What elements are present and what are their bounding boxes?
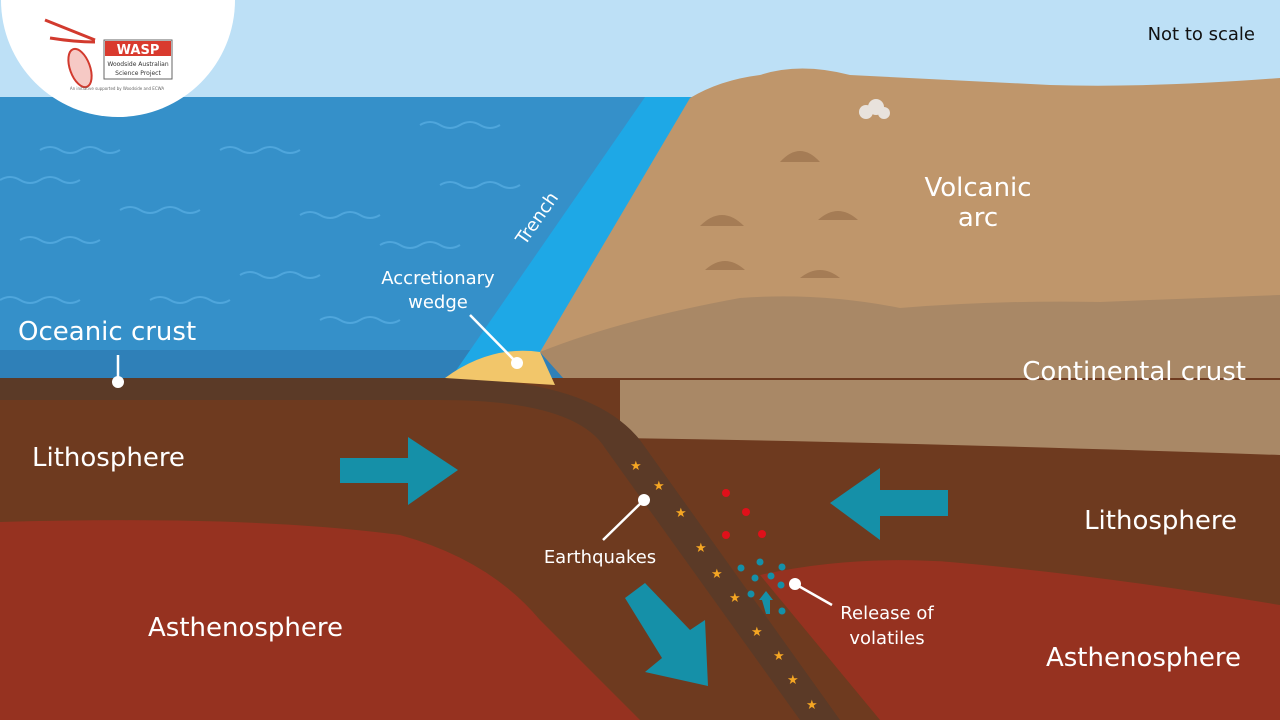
arrow-left-icon xyxy=(830,468,948,540)
svg-text:★: ★ xyxy=(773,649,785,664)
wave-icons xyxy=(0,121,521,324)
trench xyxy=(455,97,712,372)
arrow-down-icon xyxy=(625,583,708,686)
asthenosphere-left xyxy=(0,520,640,720)
arrow-up-icon xyxy=(759,591,773,614)
svg-text:★: ★ xyxy=(787,673,799,688)
earthquakes-label: Earthquakes xyxy=(544,547,656,568)
wasp-logo: WASP Woodside Australian Science Project… xyxy=(44,18,173,91)
svg-text:★: ★ xyxy=(695,541,707,556)
accretionary-wedge-label-1: Accretionary xyxy=(381,268,495,289)
lithosphere-right-label: Lithosphere xyxy=(1084,506,1237,536)
continental-crust-label: Continental crust xyxy=(1022,357,1246,387)
svg-text:An initiative supported by Woo: An initiative supported by Woodside and … xyxy=(70,86,164,91)
earthquake-star-icons: ★★★★ ★★★★ ★★ xyxy=(630,459,818,713)
volatile-dots xyxy=(737,558,786,615)
volcanic-arc-label-2: arc xyxy=(958,203,998,233)
svg-text:★: ★ xyxy=(653,479,665,494)
svg-text:★: ★ xyxy=(806,698,818,713)
svg-text:★: ★ xyxy=(751,625,763,640)
volcano-icons xyxy=(700,151,858,278)
svg-text:WASP: WASP xyxy=(117,43,160,58)
accretionary-wedge xyxy=(445,350,555,385)
continental-crust-lower xyxy=(620,380,1280,455)
svg-text:★: ★ xyxy=(630,459,642,474)
svg-text:★: ★ xyxy=(711,567,723,582)
volcanic-cloud-icon xyxy=(859,99,890,119)
oceanic-crust-label: Oceanic crust xyxy=(18,317,196,347)
svg-text:Science Project: Science Project xyxy=(115,70,161,77)
subducting-slab xyxy=(0,378,840,720)
svg-text:Woodside Australian: Woodside Australian xyxy=(107,61,168,68)
not-to-scale-note: Not to scale xyxy=(1148,24,1255,45)
svg-text:★: ★ xyxy=(729,591,741,606)
lithosphere-left-label: Lithosphere xyxy=(32,443,185,473)
accretionary-wedge-label-2: wedge xyxy=(408,292,468,313)
volatiles-label-2: volatiles xyxy=(849,628,924,649)
svg-text:★: ★ xyxy=(675,506,687,521)
volcanic-arc-label-1: Volcanic xyxy=(924,173,1031,203)
asthenosphere-right-label: Asthenosphere xyxy=(1046,643,1241,673)
arrow-right-icon xyxy=(340,437,458,505)
magma-drop-icons xyxy=(722,489,766,539)
asthenosphere-right xyxy=(760,560,1280,720)
volatiles-label-1: Release of xyxy=(840,603,934,624)
asthenosphere-left-label: Asthenosphere xyxy=(148,613,343,643)
